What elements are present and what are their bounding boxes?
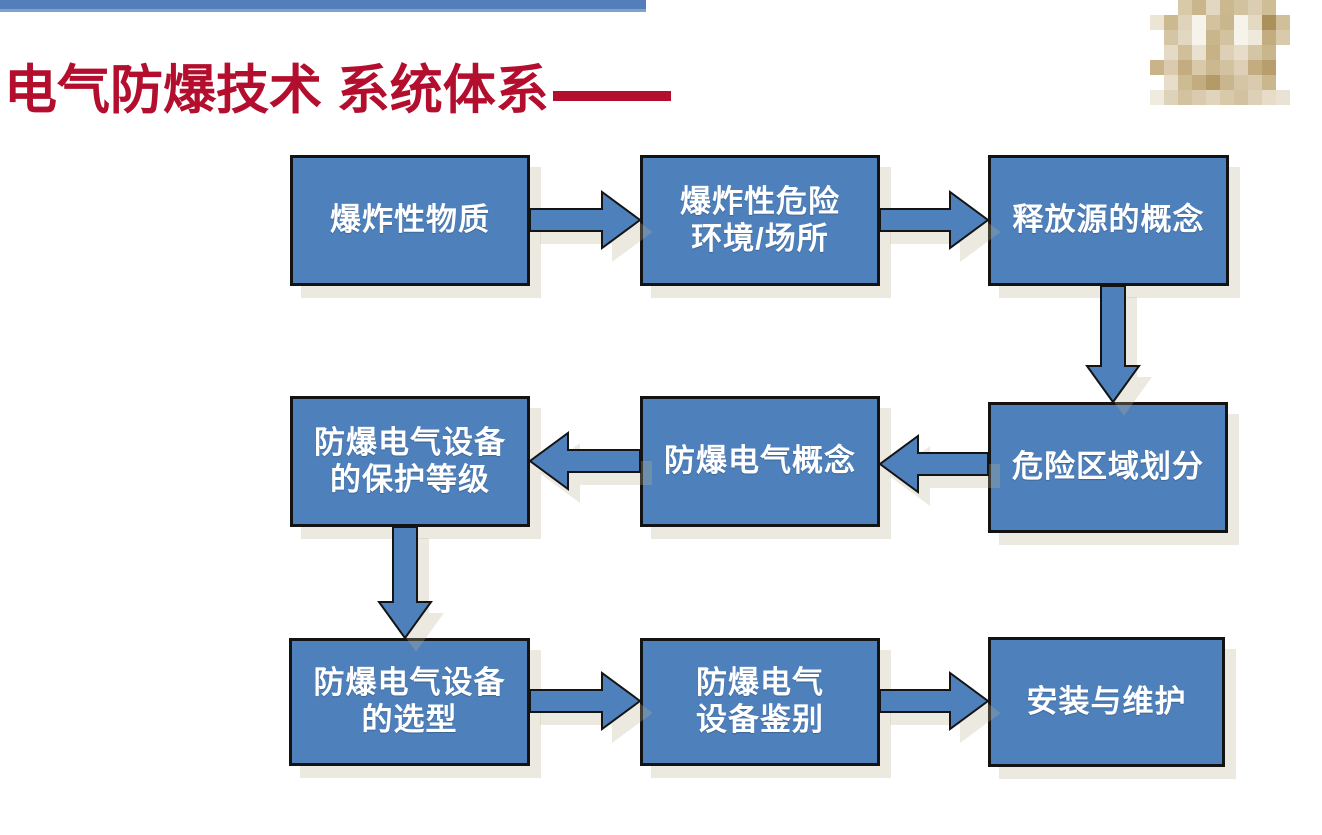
flow-box-label: 安装与维护 xyxy=(1026,683,1187,719)
flow-box-label: 防爆电气设备 的选型 xyxy=(313,665,506,737)
arrow-right-environment-to-release-source xyxy=(879,190,990,250)
flow-box-equipment-identification: 防爆电气 设备鉴别 xyxy=(640,638,880,766)
arrow-down-release-source-to-area-division xyxy=(1085,285,1141,404)
arrow-left-area-division-to-concept xyxy=(878,434,989,494)
flow-box-installation-maintenance: 安装与维护 xyxy=(988,637,1225,767)
flow-box-explosion-proof-concept: 防爆电气概念 xyxy=(640,396,880,527)
arrow-right-substances-to-environment xyxy=(529,190,642,250)
flow-box-hazardous-environment: 爆炸性危险 环境/场所 xyxy=(640,155,880,286)
flow-box-protection-level: 防爆电气设备 的保护等级 xyxy=(290,396,530,527)
flow-box-label: 爆炸性物质 xyxy=(330,202,490,238)
arrow-left-concept-to-protection-level xyxy=(528,431,641,491)
flow-box-label: 防爆电气 设备鉴别 xyxy=(696,665,824,737)
flow-box-release-source-concept: 释放源的概念 xyxy=(988,155,1229,286)
flow-box-equipment-selection: 防爆电气设备 的选型 xyxy=(289,638,530,766)
flow-box-label: 释放源的概念 xyxy=(1012,202,1205,238)
flow-box-label: 危险区域划分 xyxy=(1012,449,1204,485)
page-title-text: 电气防爆技术 系统体系 xyxy=(4,61,549,120)
flow-box-label: 爆炸性危险 环境/场所 xyxy=(680,183,840,256)
flow-box-hazardous-area-division: 危险区域划分 xyxy=(988,402,1228,533)
page-title: 电气防爆技术 系统体系 xyxy=(4,58,671,124)
arrow-right-selection-to-identification xyxy=(529,671,642,731)
title-dash xyxy=(552,90,671,101)
arrow-down-protection-level-to-selection xyxy=(377,526,433,640)
flow-box-label: 防爆电气概念 xyxy=(664,443,856,479)
pixelated-emblem-logo xyxy=(1150,0,1290,105)
flow-box-label: 防爆电气设备 的保护等级 xyxy=(314,424,506,497)
arrow-right-identification-to-installation xyxy=(879,671,990,731)
top-accent-bar xyxy=(0,0,646,12)
flow-box-explosive-substances: 爆炸性物质 xyxy=(290,155,530,286)
